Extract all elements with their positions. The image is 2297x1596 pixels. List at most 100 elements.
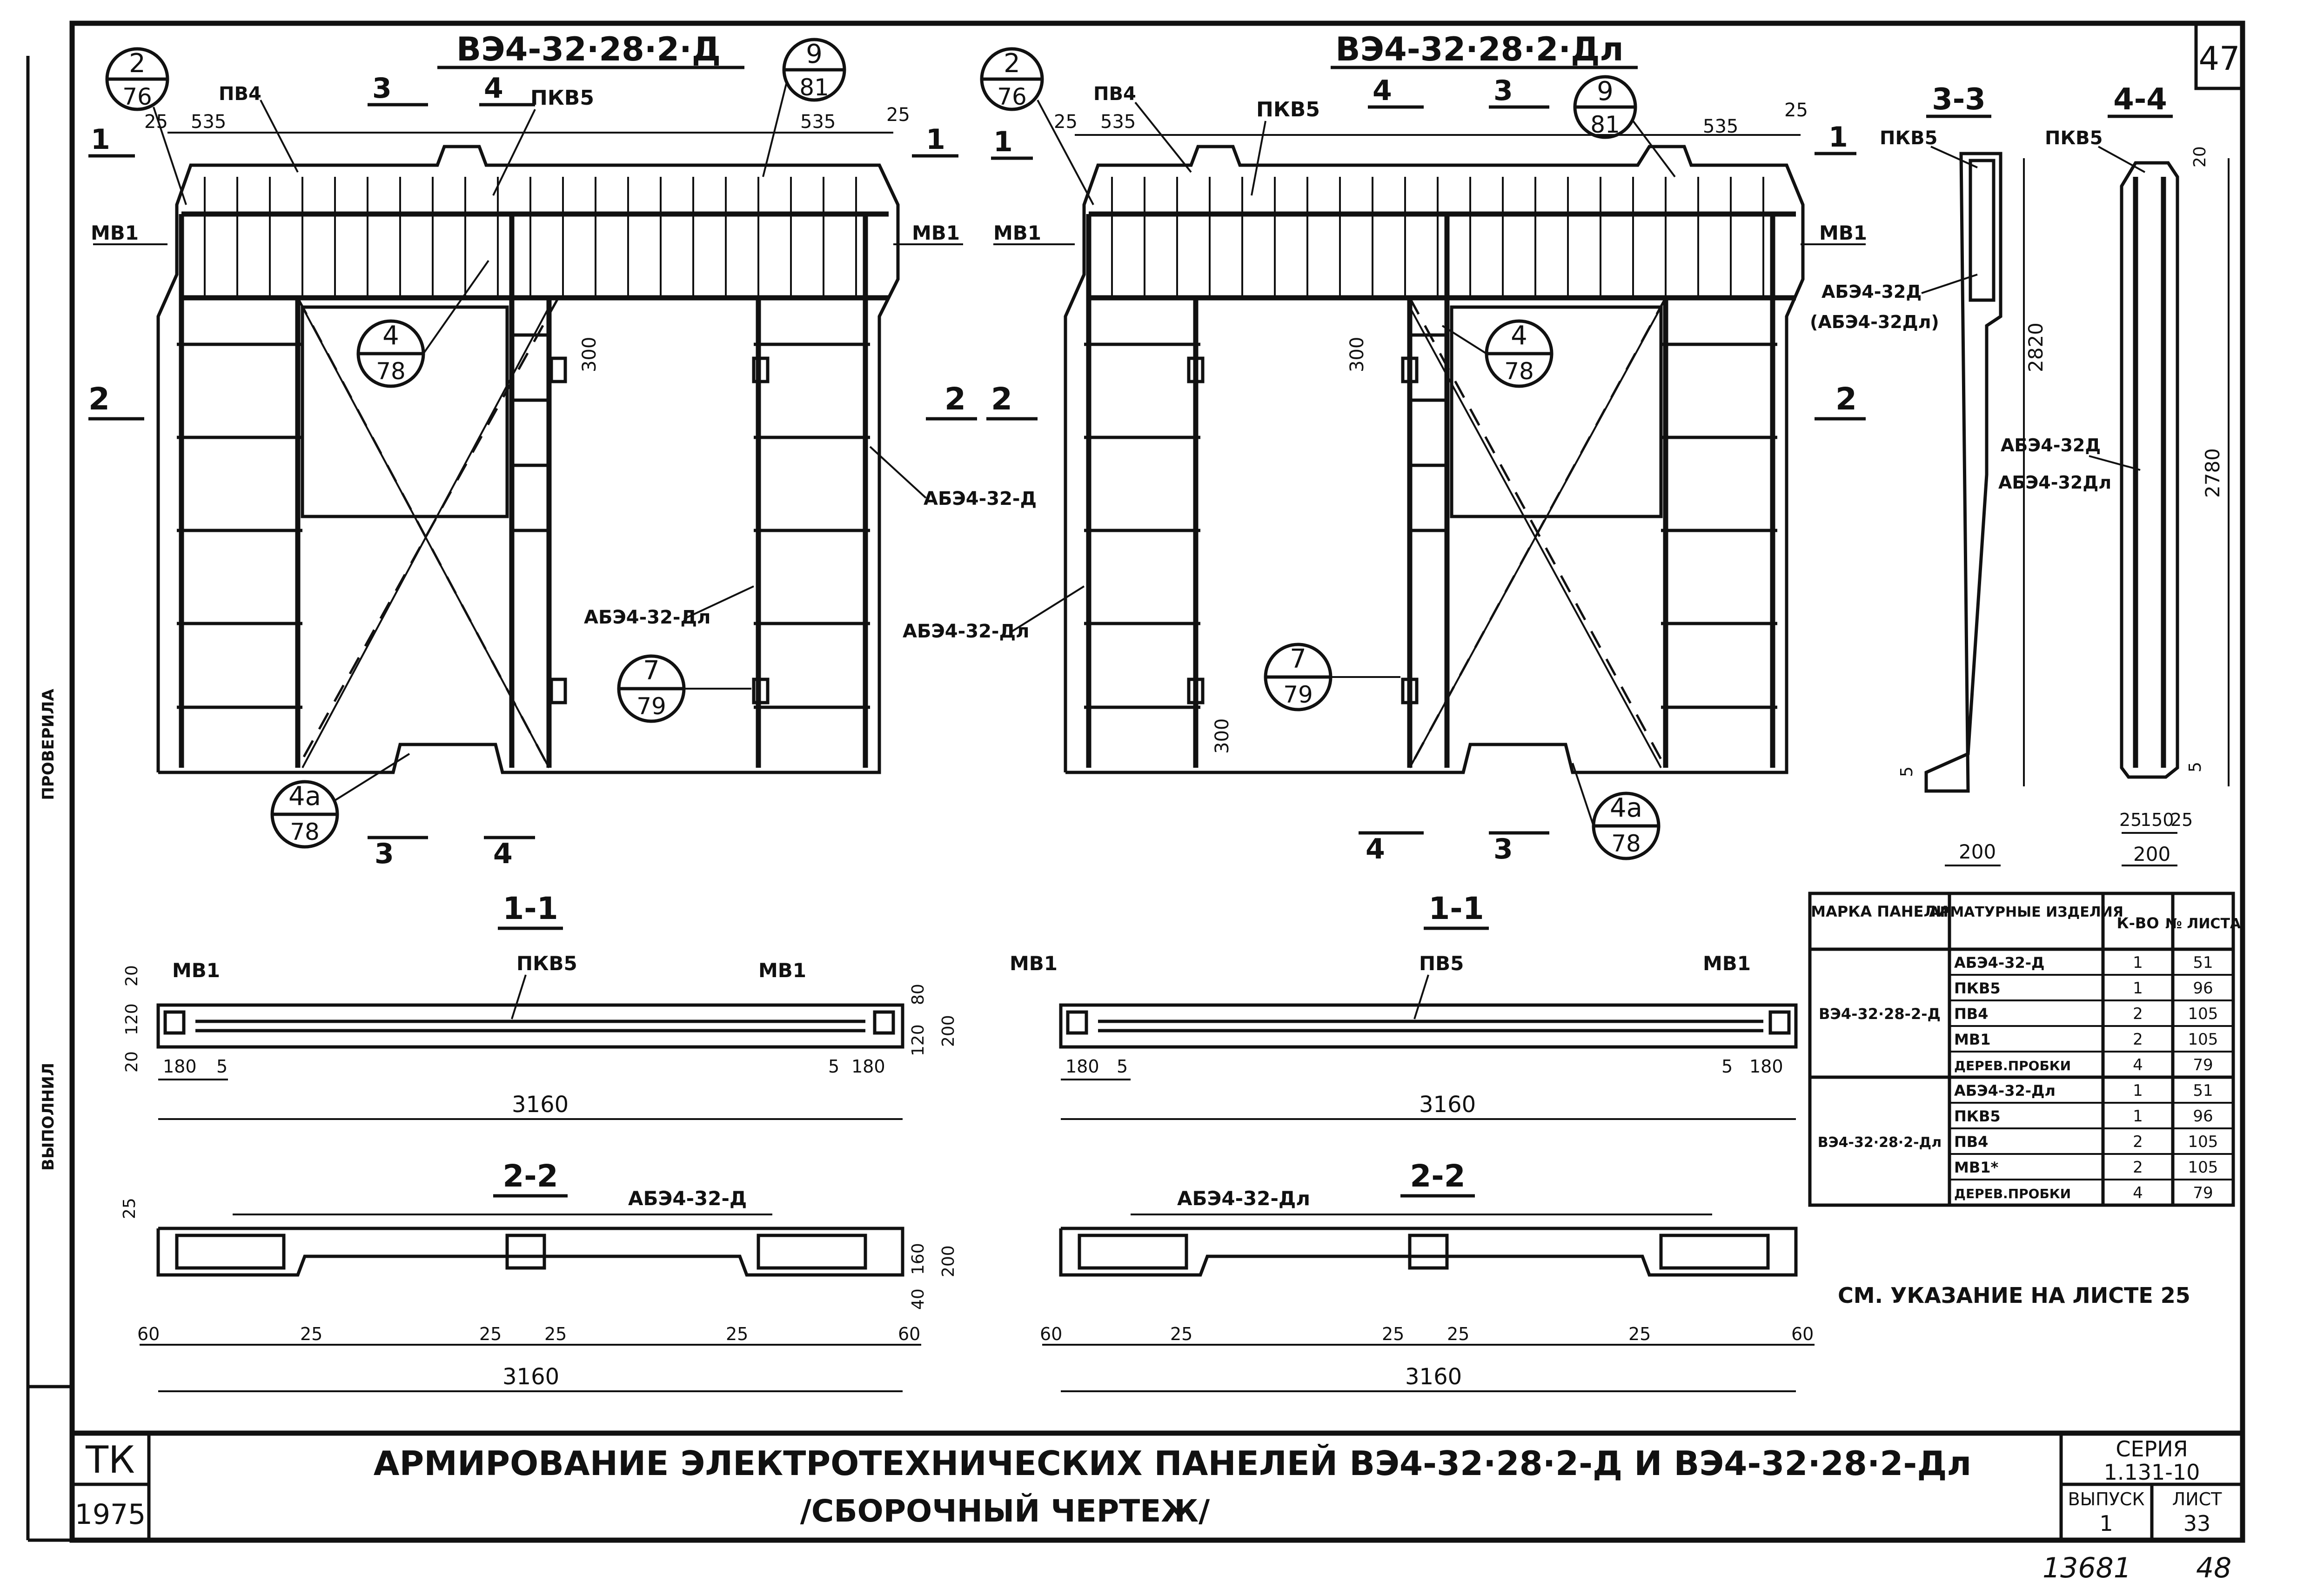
leader [511, 974, 527, 1019]
td: 4 [2133, 1056, 2143, 1074]
sec22r-ab: АБЭ4-32-Дл [1177, 1187, 1310, 1210]
svg-text:79: 79 [636, 693, 666, 720]
section-1-1-right: 1-1 МВ1 МВ1 ПВ5 3160 180 5 5 180 [1010, 891, 1798, 1120]
dim-535-r-right: 535 [1703, 116, 1738, 137]
sec11l-len: 3160 [512, 1092, 569, 1118]
sec11l-mv1a [163, 1010, 186, 1035]
title-block: ТК 1975 АРМИРОВАНИЕ ЭЛЕКТРОТЕХНИЧЕСКИХ П… [72, 1433, 2243, 1540]
th-items: АРМАТУРНЫЕ ИЗДЕЛИЯ [1929, 904, 2123, 920]
sec-4-bottom-right: 4 [1366, 833, 1385, 865]
tb-year: 1975 [75, 1498, 146, 1531]
svg-text:2: 2 [1004, 48, 1020, 79]
sec-4-bottom: 4 [493, 838, 513, 870]
svg-text:79: 79 [1283, 681, 1313, 708]
sec44-outline [2120, 161, 2179, 779]
label-mv1-left-right: МВ1 [993, 221, 1041, 244]
plug [752, 677, 770, 704]
dim-25-left: 25 [144, 111, 168, 133]
sec44-pkv5: ПКВ5 [2045, 127, 2103, 149]
td: 2 [2133, 1158, 2143, 1177]
sec11l-200: 200 [939, 1015, 958, 1047]
sec11l-120: 120 [122, 1003, 141, 1035]
sec11l-5b: 5 [828, 1056, 839, 1077]
dim-535-l-right: 535 [1100, 111, 1136, 133]
sec-2-right-right: 2 [1835, 381, 1857, 417]
sec-4-top: 4 [484, 72, 503, 105]
sec44-w: 200 [2133, 843, 2170, 865]
svg-text:4: 4 [382, 321, 399, 351]
svg-text:76: 76 [997, 83, 1027, 110]
sec22l-25d: 25 [544, 1324, 567, 1344]
svg-text:4: 4 [1511, 321, 1527, 351]
label-ab-dl: АБЭ4-32-Дл [584, 607, 710, 628]
td-mark-1: ВЭ4-32·28-2-Д [1819, 1005, 1941, 1023]
td: 105 [2188, 1005, 2218, 1023]
sheet-border [69, 20, 2245, 1543]
dim-300-b-right: 300 [1212, 718, 1233, 754]
sec22r-25e: 25 [1628, 1324, 1651, 1344]
sec11r-180b: 180 [1749, 1056, 1783, 1077]
leader [2098, 146, 2145, 173]
svg-text:2: 2 [129, 48, 146, 79]
dim-535-left: 535 [191, 111, 226, 133]
sec33-ab1: АБЭ4-32Д [1822, 282, 1922, 302]
sec33-pkv5: ПКВ5 [1880, 127, 1938, 149]
callout-4-78-right: 4 78 [1441, 319, 1554, 388]
window-opening [1450, 305, 1663, 518]
tb-issue-value: 1 [2099, 1511, 2113, 1536]
section-4-4: 4-4 ПКВ5 АБЭ4-32Д АБЭ4-32Дл 2780 20 25 1… [1998, 82, 2230, 866]
td: АБЭ4-32-Д [1954, 954, 2045, 972]
leader [1251, 121, 1266, 196]
sec11l-20a: 20 [122, 965, 141, 986]
svg-text:81: 81 [1590, 111, 1620, 138]
sec11r-pv5: ПВ5 [1419, 952, 1464, 975]
leader [1009, 585, 1085, 634]
section-1-1-left: 1-1 МВ1 МВ1 ПКВ5 3160 180 5 5 180 20 120… [122, 891, 958, 1120]
sec-2-right: 2 [944, 381, 966, 417]
sheet-number: 47 [2198, 40, 2240, 78]
handwritten-number: 13681 [2043, 1552, 2131, 1584]
sec44-w1: 25 [2119, 810, 2142, 830]
sec22l-cage [757, 1234, 867, 1270]
td: 105 [2188, 1030, 2218, 1049]
td: ДЕРЕВ.ПРОБКИ [1954, 1058, 2071, 1073]
sec11r-body [1059, 1003, 1798, 1049]
sec11l-180b: 180 [851, 1056, 885, 1077]
diag-dash [296, 297, 550, 769]
td: 2 [2133, 1005, 2143, 1023]
sec11l-20b: 20 [122, 1051, 141, 1073]
leader [683, 585, 754, 620]
callout-9-81-right: 9 81 [1573, 75, 1676, 178]
sec44-ab1: АБЭ4-32Д [2001, 435, 2101, 456]
svg-text:4а: 4а [288, 781, 321, 811]
label-mv1-left: МВ1 [91, 221, 139, 244]
dim-300-a-right: 300 [1346, 337, 1368, 372]
sec33-ab2: (АБЭ4-32Дл) [1810, 312, 1939, 332]
callout-4a-78: 4а 78 [270, 753, 410, 849]
plug [1401, 356, 1419, 383]
sec11l-mv1a-label: МВ1 [172, 959, 220, 982]
diag-dash [296, 297, 560, 769]
td: 1 [2133, 979, 2143, 998]
sec11l-mv1b [873, 1010, 895, 1035]
td: ДЕРЕВ.ПРОБКИ [1954, 1186, 2071, 1201]
sec22l-25e: 25 [726, 1324, 748, 1344]
sec22r-60a: 60 [1040, 1324, 1062, 1344]
sec22r-body [1059, 1227, 1798, 1277]
td-mark-2: ВЭ4-32·28·2-Дл [1818, 1134, 1942, 1151]
tb-sheet-label: ЛИСТ [2172, 1489, 2223, 1509]
td: МВ1 [1954, 1031, 1991, 1048]
diag-dash [1408, 297, 1667, 769]
sec44-d20: 20 [2190, 146, 2210, 168]
td: ПКВ5 [1954, 979, 2001, 997]
td: 1 [2133, 1107, 2143, 1126]
sec11l-body [156, 1003, 904, 1049]
leader [260, 100, 299, 173]
sec33-w: 200 [1959, 840, 1996, 863]
sec22r-cage [1408, 1234, 1449, 1270]
sec-4-top-right: 4 [1373, 74, 1392, 107]
dim-300: 300 [579, 337, 600, 372]
section-3-3: 3-3 ПКВ5 АБЭ4-32Д (АБЭ4-32Дл) 2820 200 5 [1810, 82, 2047, 866]
sec22l-25: 25 [120, 1198, 139, 1219]
